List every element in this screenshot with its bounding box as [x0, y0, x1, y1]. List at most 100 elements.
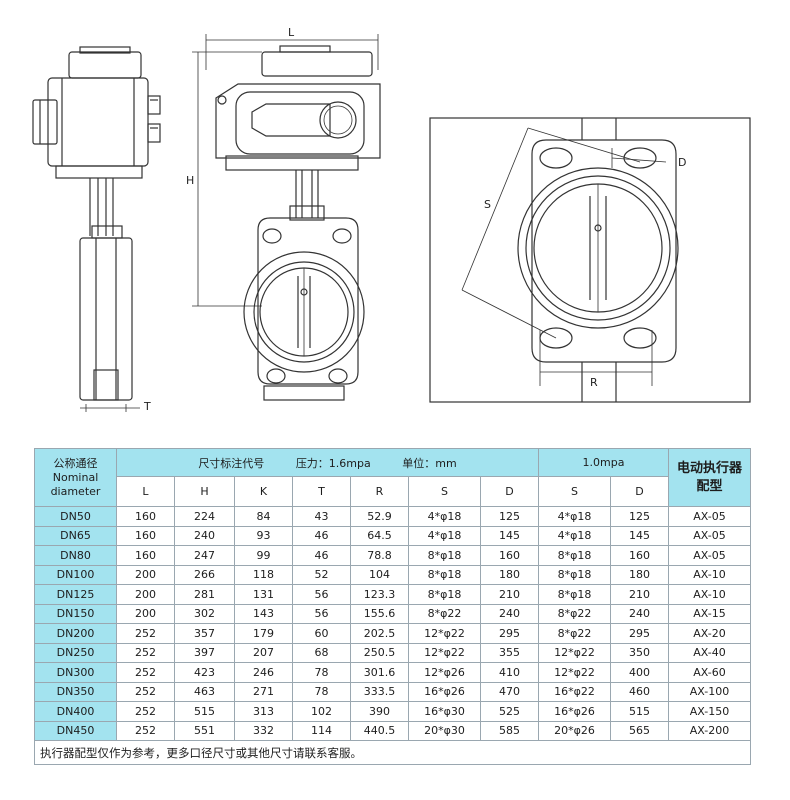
- table-cell: 281: [174, 584, 235, 605]
- nominal-size-cell: DN125: [34, 584, 117, 605]
- table-cell: 155.6: [350, 603, 409, 624]
- dimension-header: 尺寸标注代号 压力：1.6mpa 单位：mm: [116, 448, 539, 477]
- table-cell: 99: [234, 545, 293, 566]
- table-cell: 240: [174, 525, 235, 546]
- pressure-16-label: 压力：1.6mpa: [295, 456, 371, 470]
- dimension-title: 尺寸标注代号: [198, 456, 265, 470]
- nominal-size-cell: DN50: [34, 506, 117, 527]
- table-cell: 252: [116, 642, 175, 663]
- table-cell: 64.5: [350, 525, 409, 546]
- table-cell: 56: [292, 584, 351, 605]
- dim-label-S: S: [484, 198, 491, 211]
- table-cell: 207: [234, 642, 293, 663]
- table-cell: 440.5: [350, 720, 409, 741]
- pressure-10-label: 1.0mpa: [538, 448, 669, 477]
- table-cell: 565: [610, 720, 669, 741]
- table-cell: 585: [480, 720, 539, 741]
- table-cell: 16*φ26: [538, 701, 611, 722]
- table-cell: 295: [480, 623, 539, 644]
- table-cell: 118: [234, 564, 293, 585]
- table-cell: 355: [480, 642, 539, 663]
- actuator-line1: 电动执行器: [676, 460, 742, 476]
- table-cell: 210: [480, 584, 539, 605]
- table-cell: 8*φ18: [408, 564, 481, 585]
- table-cell: 12*φ22: [538, 662, 611, 683]
- table-cell: 350: [610, 642, 669, 663]
- valve-technical-drawing: L H T S R D: [32, 26, 751, 413]
- table-cell: AX-60: [668, 662, 751, 683]
- table-cell: AX-40: [668, 642, 751, 663]
- table-cell: 160: [116, 506, 175, 527]
- dim-label-R: R: [590, 376, 598, 389]
- table-cell: 180: [480, 564, 539, 585]
- dim-label-L: L: [288, 26, 295, 39]
- table-cell: 12*φ22: [408, 623, 481, 644]
- table-cell: 397: [174, 642, 235, 663]
- table-cell: 357: [174, 623, 235, 644]
- nominal-cn: 公称通径: [53, 456, 98, 470]
- table-cell: 423: [174, 662, 235, 683]
- table-cell: 43: [292, 506, 351, 527]
- dim-label-D: D: [678, 156, 686, 169]
- unit-label: 单位：mm: [402, 456, 457, 470]
- table-cell: 143: [234, 603, 293, 624]
- table-cell: 46: [292, 525, 351, 546]
- table-cell: 302: [174, 603, 235, 624]
- table-cell: 252: [116, 681, 175, 702]
- table-cell: 20*φ30: [408, 720, 481, 741]
- table-cell: 160: [116, 545, 175, 566]
- table-cell: 246: [234, 662, 293, 683]
- table-cell: 240: [610, 603, 669, 624]
- column-header: S: [538, 476, 611, 507]
- table-cell: 252: [116, 623, 175, 644]
- table-cell: 125: [480, 506, 539, 527]
- table-cell: 78: [292, 681, 351, 702]
- front-view: [192, 34, 381, 401]
- table-cell: AX-20: [668, 623, 751, 644]
- table-cell: 515: [174, 701, 235, 722]
- table-cell: 252: [116, 701, 175, 722]
- column-header: T: [292, 476, 351, 507]
- nominal-size-cell: DN150: [34, 603, 117, 624]
- nominal-size-cell: DN65: [34, 525, 117, 546]
- table-cell: 16*φ22: [538, 681, 611, 702]
- table-cell: AX-10: [668, 584, 751, 605]
- table-cell: 56: [292, 603, 351, 624]
- table-cell: 252: [116, 720, 175, 741]
- table-cell: 252: [116, 662, 175, 683]
- column-header: L: [116, 476, 175, 507]
- table-cell: 4*φ18: [408, 525, 481, 546]
- table-cell: 84: [234, 506, 293, 527]
- table-cell: 8*φ22: [538, 603, 611, 624]
- side-view: [32, 46, 161, 412]
- table-cell: 145: [480, 525, 539, 546]
- table-cell: 301.6: [350, 662, 409, 683]
- table-cell: 16*φ26: [408, 681, 481, 702]
- actuator-header: 电动执行器 配型: [668, 448, 751, 507]
- table-cell: 313: [234, 701, 293, 722]
- table-cell: 52: [292, 564, 351, 585]
- table-cell: 8*φ22: [538, 623, 611, 644]
- table-cell: 250.5: [350, 642, 409, 663]
- table-cell: 8*φ18: [538, 564, 611, 585]
- table-cell: 180: [610, 564, 669, 585]
- table-cell: AX-150: [668, 701, 751, 722]
- table-cell: 104: [350, 564, 409, 585]
- nominal-size-cell: DN100: [34, 564, 117, 585]
- table-cell: 78: [292, 662, 351, 683]
- table-cell: 200: [116, 564, 175, 585]
- table-cell: 470: [480, 681, 539, 702]
- table-cell: 12*φ22: [538, 642, 611, 663]
- table-cell: 463: [174, 681, 235, 702]
